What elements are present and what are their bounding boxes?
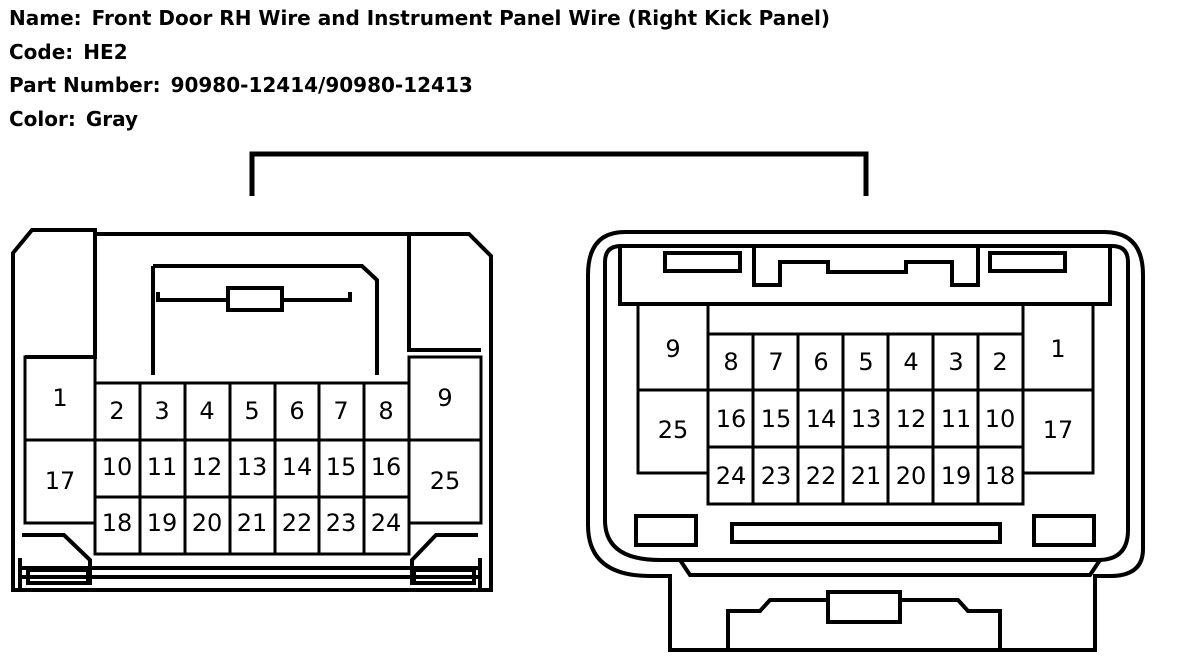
left-pin-11: 11: [147, 453, 178, 481]
left-pin-3: 3: [154, 397, 169, 425]
right-pin-25: 25: [658, 416, 689, 444]
left-pin-13: 13: [237, 453, 268, 481]
left-pin-18: 18: [102, 509, 133, 537]
right-pin-15: 15: [761, 405, 792, 433]
left-pin-10: 10: [102, 453, 133, 481]
left-pin-21: 21: [237, 509, 268, 537]
code-label: Code:: [9, 40, 74, 64]
left-pin-4: 4: [199, 397, 214, 425]
left-pin-19: 19: [147, 509, 178, 537]
left-pin-20: 20: [192, 509, 223, 537]
left-pin-6: 6: [289, 397, 304, 425]
connector-code-row: Code: HE2: [9, 40, 128, 64]
left-pin-2: 2: [109, 397, 124, 425]
left-pin-14: 14: [282, 453, 313, 481]
right-pin-22: 22: [806, 462, 837, 490]
right-pin-6: 6: [813, 348, 828, 376]
left-pin-23: 23: [326, 509, 357, 537]
left-pin-17: 17: [45, 467, 76, 495]
right-pin-5: 5: [858, 348, 873, 376]
name-label: Name:: [9, 6, 82, 30]
right-pin-19: 19: [941, 462, 972, 490]
right-pin-16: 16: [716, 405, 747, 433]
part-number-value: 90980-12414/90980-12413: [170, 73, 473, 97]
left-pin-12: 12: [192, 453, 223, 481]
color-row: Color: Gray: [9, 107, 138, 131]
right-pin-13: 13: [851, 405, 882, 433]
connector-name-row: Name: Front Door RH Wire and Instrument P…: [9, 6, 830, 30]
left-pin-9: 9: [437, 384, 452, 412]
mating-bracket: [249, 151, 869, 196]
left-pin-8: 8: [378, 397, 393, 425]
right-pin-grid: [636, 302, 1095, 506]
color-label: Color:: [9, 107, 76, 131]
right-pin-20: 20: [896, 462, 927, 490]
right-pin-14: 14: [806, 405, 837, 433]
left-pin-24: 24: [371, 509, 402, 537]
right-connector-housing: [586, 230, 1145, 652]
right-pin-2: 2: [992, 348, 1007, 376]
part-number-row: Part Number: 90980-12414/90980-12413: [9, 73, 473, 97]
color-value: Gray: [85, 107, 139, 131]
right-pin-17: 17: [1043, 416, 1074, 444]
right-pin-8: 8: [723, 348, 738, 376]
name-value: Front Door RH Wire and Instrument Panel …: [91, 6, 831, 30]
right-pin-1: 1: [1050, 335, 1065, 363]
left-pin-25: 25: [430, 467, 461, 495]
right-pin-4: 4: [903, 348, 918, 376]
right-pin-23: 23: [761, 462, 792, 490]
left-pin-22: 22: [282, 509, 313, 537]
right-pin-7: 7: [768, 348, 783, 376]
right-pin-3: 3: [948, 348, 963, 376]
left-pin-1: 1: [52, 384, 67, 412]
right-pin-24: 24: [716, 462, 747, 490]
right-pin-18: 18: [985, 462, 1016, 490]
right-pin-21: 21: [851, 462, 882, 490]
left-connector-housing: [11, 228, 493, 592]
right-pin-12: 12: [896, 405, 927, 433]
code-value: HE2: [83, 40, 128, 64]
left-pin-grid: [23, 355, 483, 556]
left-pin-15: 15: [326, 453, 357, 481]
right-pin-10: 10: [985, 405, 1016, 433]
left-pin-5: 5: [244, 397, 259, 425]
left-pin-16: 16: [371, 453, 402, 481]
right-pin-11: 11: [941, 405, 972, 433]
right-pin-9: 9: [665, 335, 680, 363]
part-number-label: Part Number:: [9, 73, 161, 97]
left-pin-7: 7: [333, 397, 348, 425]
